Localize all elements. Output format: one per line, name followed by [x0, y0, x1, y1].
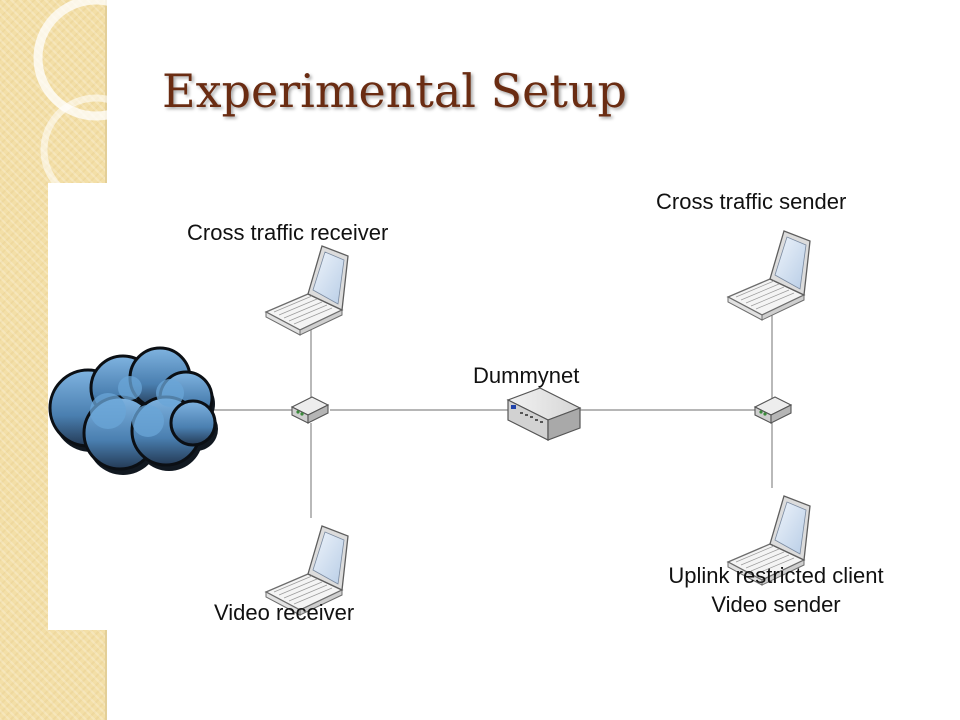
video-receiver-label: Video receiver: [214, 600, 355, 625]
cross-traffic-sender-laptop-icon: [727, 230, 811, 321]
cross-traffic-sender-label: Cross traffic sender: [656, 189, 847, 214]
uplink-client-label: Uplink restricted client Video sender: [636, 563, 916, 618]
slide-title: Experimental Setup: [162, 64, 627, 118]
cross-traffic-receiver-laptop-icon: [265, 245, 349, 336]
cloud-icon: [48, 346, 218, 475]
diagram-canvas: [48, 230, 811, 616]
dummynet-appliance-icon: [506, 387, 582, 441]
dummynet-label: Dummynet: [473, 363, 580, 388]
cross-traffic-receiver-label: Cross traffic receiver: [187, 220, 389, 245]
uplink-client-label-line1: Uplink restricted client: [668, 563, 884, 588]
network-diagram: Cross traffic receiver Cross traffic sen…: [48, 183, 939, 630]
uplink-client-label-line2: Video sender: [711, 592, 841, 617]
right-hub-icon: [754, 396, 792, 424]
left-hub-icon: [291, 396, 329, 424]
